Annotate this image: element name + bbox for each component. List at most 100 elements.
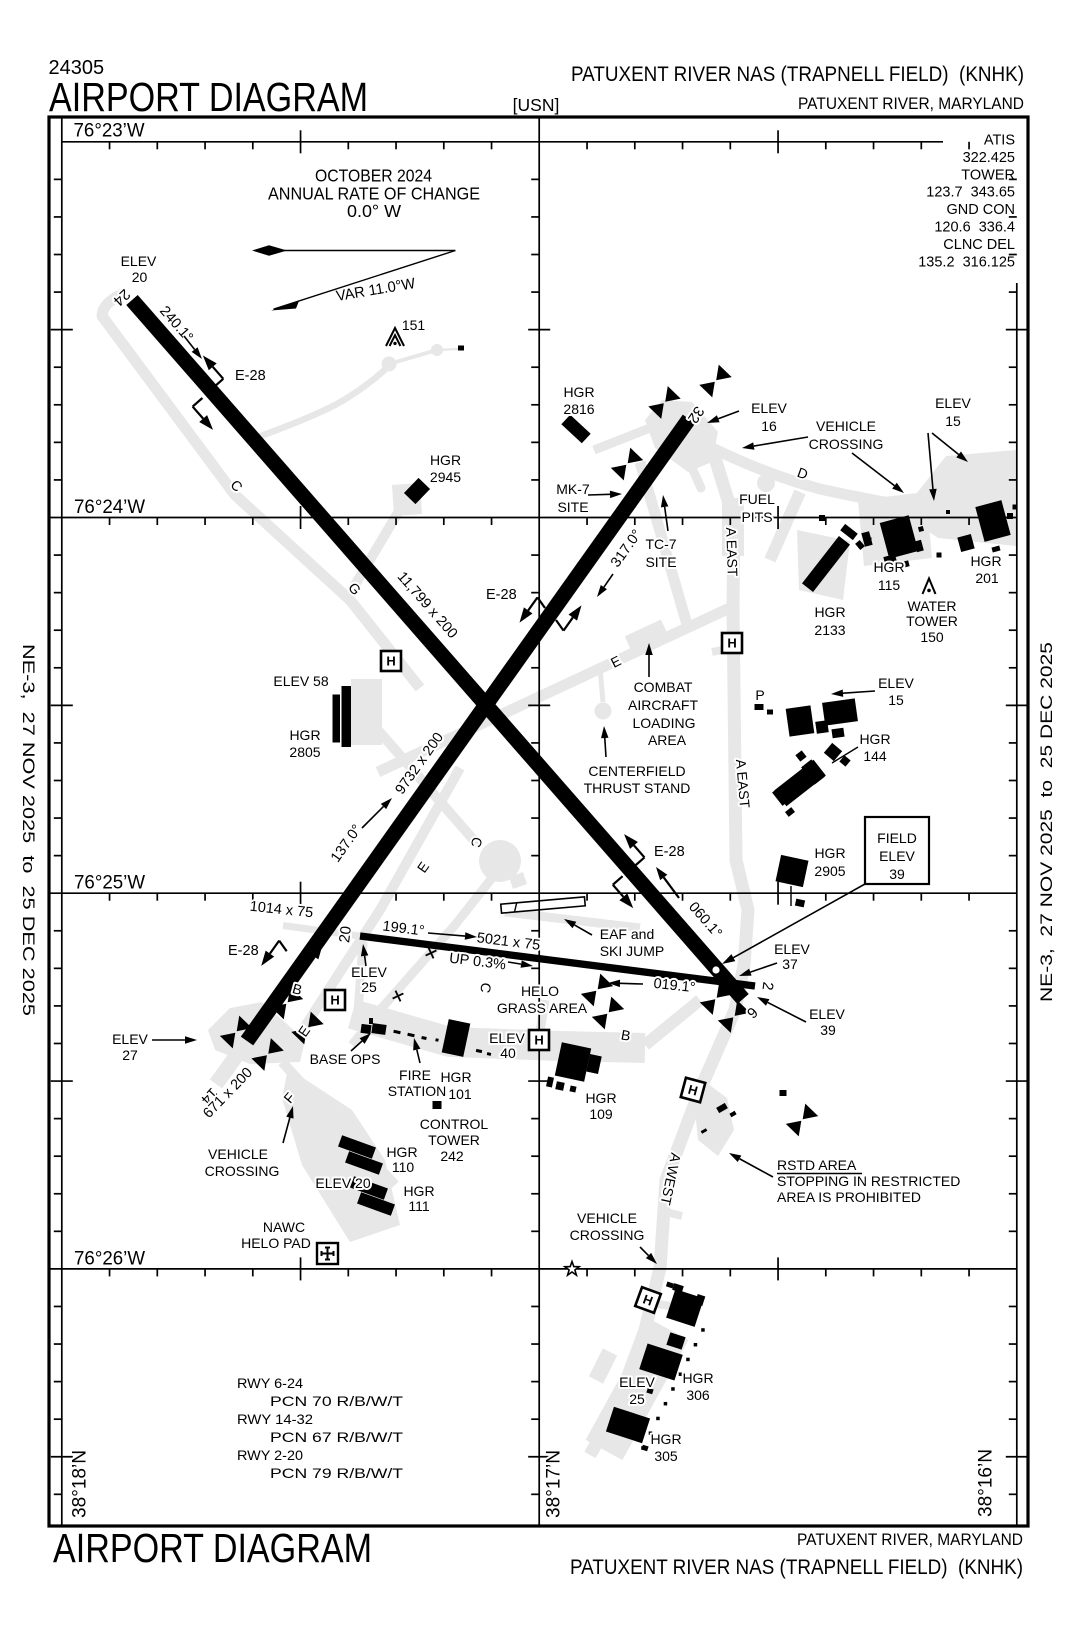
svg-text:HGR: HGR bbox=[682, 1370, 713, 1386]
svg-text:20: 20 bbox=[336, 925, 355, 944]
svg-text:PCN 70 R/B/W/T: PCN 70 R/B/W/T bbox=[270, 1393, 404, 1409]
svg-text:76°24’W: 76°24’W bbox=[74, 496, 146, 518]
svg-text:PATUXENT RIVER NAS (TRAPNELL F: PATUXENT RIVER NAS (TRAPNELL FIELD) (KNH… bbox=[571, 63, 1024, 86]
svg-text:COMBAT: COMBAT bbox=[634, 679, 693, 695]
svg-text:101: 101 bbox=[448, 1086, 472, 1102]
svg-text:2905: 2905 bbox=[814, 863, 845, 879]
svg-text:ELEV: ELEV bbox=[751, 400, 787, 416]
svg-text:SITE: SITE bbox=[645, 554, 676, 570]
svg-text:GRASS AREA: GRASS AREA bbox=[497, 1000, 588, 1016]
svg-text:305: 305 bbox=[654, 1448, 678, 1464]
svg-text:PITS: PITS bbox=[741, 509, 772, 525]
svg-text:HGR: HGR bbox=[386, 1144, 417, 1160]
svg-text:ELEV: ELEV bbox=[489, 1030, 525, 1046]
svg-text:AIRPORT DIAGRAM: AIRPORT DIAGRAM bbox=[53, 1525, 372, 1571]
svg-text:150: 150 bbox=[920, 629, 944, 645]
svg-text:40: 40 bbox=[500, 1045, 516, 1061]
svg-text:[USN]: [USN] bbox=[513, 95, 560, 115]
svg-text:E-28: E-28 bbox=[235, 368, 266, 384]
svg-text:ELEV: ELEV bbox=[809, 1006, 845, 1022]
svg-text:123.7 343.65: 123.7 343.65 bbox=[926, 185, 1015, 201]
svg-text:FIELD: FIELD bbox=[877, 830, 917, 846]
svg-text:AREA: AREA bbox=[648, 732, 687, 748]
svg-text:H: H bbox=[686, 1082, 699, 1099]
svg-text:ELEV: ELEV bbox=[935, 395, 971, 411]
svg-text:SITE: SITE bbox=[557, 499, 588, 515]
svg-text:2945: 2945 bbox=[430, 469, 461, 485]
svg-text:FUEL: FUEL bbox=[739, 491, 775, 507]
svg-text:FIRE: FIRE bbox=[399, 1067, 431, 1083]
svg-text:TOWER: TOWER bbox=[428, 1132, 480, 1148]
svg-text:VEHICLE: VEHICLE bbox=[208, 1146, 268, 1162]
svg-text:E-28: E-28 bbox=[486, 587, 517, 603]
svg-text:THRUST STAND: THRUST STAND bbox=[584, 780, 691, 796]
svg-text:38°16’N: 38°16’N bbox=[975, 1449, 997, 1517]
svg-text:HGR: HGR bbox=[814, 845, 845, 861]
svg-text:C: C bbox=[477, 981, 495, 994]
svg-text:HGR: HGR bbox=[859, 731, 890, 747]
svg-text:322.425: 322.425 bbox=[963, 150, 1015, 166]
svg-text:151: 151 bbox=[402, 317, 426, 333]
svg-text:HGR: HGR bbox=[650, 1431, 681, 1447]
svg-text:ELEV: ELEV bbox=[112, 1031, 148, 1047]
svg-text:HELO PAD: HELO PAD bbox=[241, 1235, 311, 1251]
svg-text:MK-7: MK-7 bbox=[556, 481, 590, 497]
svg-text:TOWER: TOWER bbox=[961, 167, 1015, 183]
svg-text:NAWC: NAWC bbox=[263, 1219, 305, 1235]
svg-text:AREA IS PROHIBITED: AREA IS PROHIBITED bbox=[777, 1189, 921, 1205]
svg-text:E-28: E-28 bbox=[228, 943, 259, 959]
svg-text:HGR: HGR bbox=[440, 1069, 471, 1085]
svg-text:ELEV 58: ELEV 58 bbox=[273, 673, 328, 689]
svg-text:H: H bbox=[330, 993, 339, 1008]
svg-text:RWY 2-20: RWY 2-20 bbox=[237, 1447, 303, 1463]
svg-text:HGR: HGR bbox=[814, 604, 845, 620]
svg-text:120.6 336.4: 120.6 336.4 bbox=[934, 220, 1015, 236]
svg-text:NE-3, 27 NOV 2025 to 25 DEC: NE-3, 27 NOV 2025 to 25 DEC 2025 bbox=[1037, 642, 1056, 1002]
svg-text:HGR: HGR bbox=[873, 559, 904, 575]
svg-text:ELEV: ELEV bbox=[879, 848, 915, 864]
svg-text:H: H bbox=[727, 636, 736, 651]
svg-text:15: 15 bbox=[888, 692, 904, 708]
svg-text:NE-3, 27 NOV 2025 to 25 DEC: NE-3, 27 NOV 2025 to 25 DEC 2025 bbox=[19, 644, 38, 1016]
svg-text:CENTERFIELD: CENTERFIELD bbox=[588, 763, 685, 779]
svg-text:VEHICLE: VEHICLE bbox=[577, 1210, 637, 1226]
svg-text:PATUXENT RIVER, MARYLAND: PATUXENT RIVER, MARYLAND bbox=[798, 94, 1024, 113]
svg-text:WATER: WATER bbox=[908, 598, 957, 614]
svg-text:25: 25 bbox=[361, 979, 377, 995]
svg-text:PCN 79 R/B/W/T: PCN 79 R/B/W/T bbox=[270, 1465, 404, 1481]
svg-text:ELEV 20: ELEV 20 bbox=[315, 1175, 370, 1191]
svg-text:25: 25 bbox=[629, 1391, 645, 1407]
svg-text:HELO: HELO bbox=[521, 983, 559, 999]
svg-text:76°26’W: 76°26’W bbox=[74, 1248, 146, 1270]
svg-text:76°25’W: 76°25’W bbox=[74, 872, 146, 894]
svg-text:E-28: E-28 bbox=[654, 844, 685, 860]
svg-text:AIRCRAFT: AIRCRAFT bbox=[628, 697, 698, 713]
svg-text:CROSSING: CROSSING bbox=[570, 1227, 645, 1243]
svg-text:TC-7: TC-7 bbox=[645, 536, 676, 552]
svg-text:201: 201 bbox=[975, 570, 999, 586]
svg-text:P: P bbox=[755, 687, 764, 703]
svg-text:CONTROL: CONTROL bbox=[420, 1116, 489, 1132]
svg-text:ELEV: ELEV bbox=[121, 253, 157, 269]
svg-text:38°18’N: 38°18’N bbox=[69, 1450, 91, 1518]
svg-text:144: 144 bbox=[863, 748, 887, 764]
svg-text:H: H bbox=[386, 654, 395, 669]
svg-text:CROSSING: CROSSING bbox=[205, 1163, 280, 1179]
svg-text:ANNUAL RATE OF CHANGE: ANNUAL RATE OF CHANGE bbox=[268, 184, 480, 204]
svg-text:0.0° W: 0.0° W bbox=[347, 201, 401, 221]
svg-text:PATUXENT RIVER, MARYLAND: PATUXENT RIVER, MARYLAND bbox=[797, 1530, 1023, 1549]
svg-text:2816: 2816 bbox=[563, 401, 594, 417]
svg-text:GND CON: GND CON bbox=[947, 202, 1015, 218]
svg-text:27: 27 bbox=[122, 1047, 138, 1063]
svg-text:EAF and: EAF and bbox=[600, 926, 654, 942]
svg-text:BASE OPS: BASE OPS bbox=[310, 1051, 381, 1067]
svg-text:306: 306 bbox=[686, 1387, 710, 1403]
svg-text:39: 39 bbox=[820, 1022, 836, 1038]
svg-text:76°23’W: 76°23’W bbox=[74, 120, 146, 142]
svg-text:ELEV: ELEV bbox=[351, 964, 387, 980]
svg-text:111: 111 bbox=[408, 1198, 429, 1214]
svg-text:PATUXENT RIVER NAS (TRAPNELL F: PATUXENT RIVER NAS (TRAPNELL FIELD) (KNH… bbox=[570, 1556, 1023, 1579]
svg-text:ELEV: ELEV bbox=[878, 675, 914, 691]
svg-text:15: 15 bbox=[945, 413, 961, 429]
svg-text:HGR: HGR bbox=[563, 384, 594, 400]
